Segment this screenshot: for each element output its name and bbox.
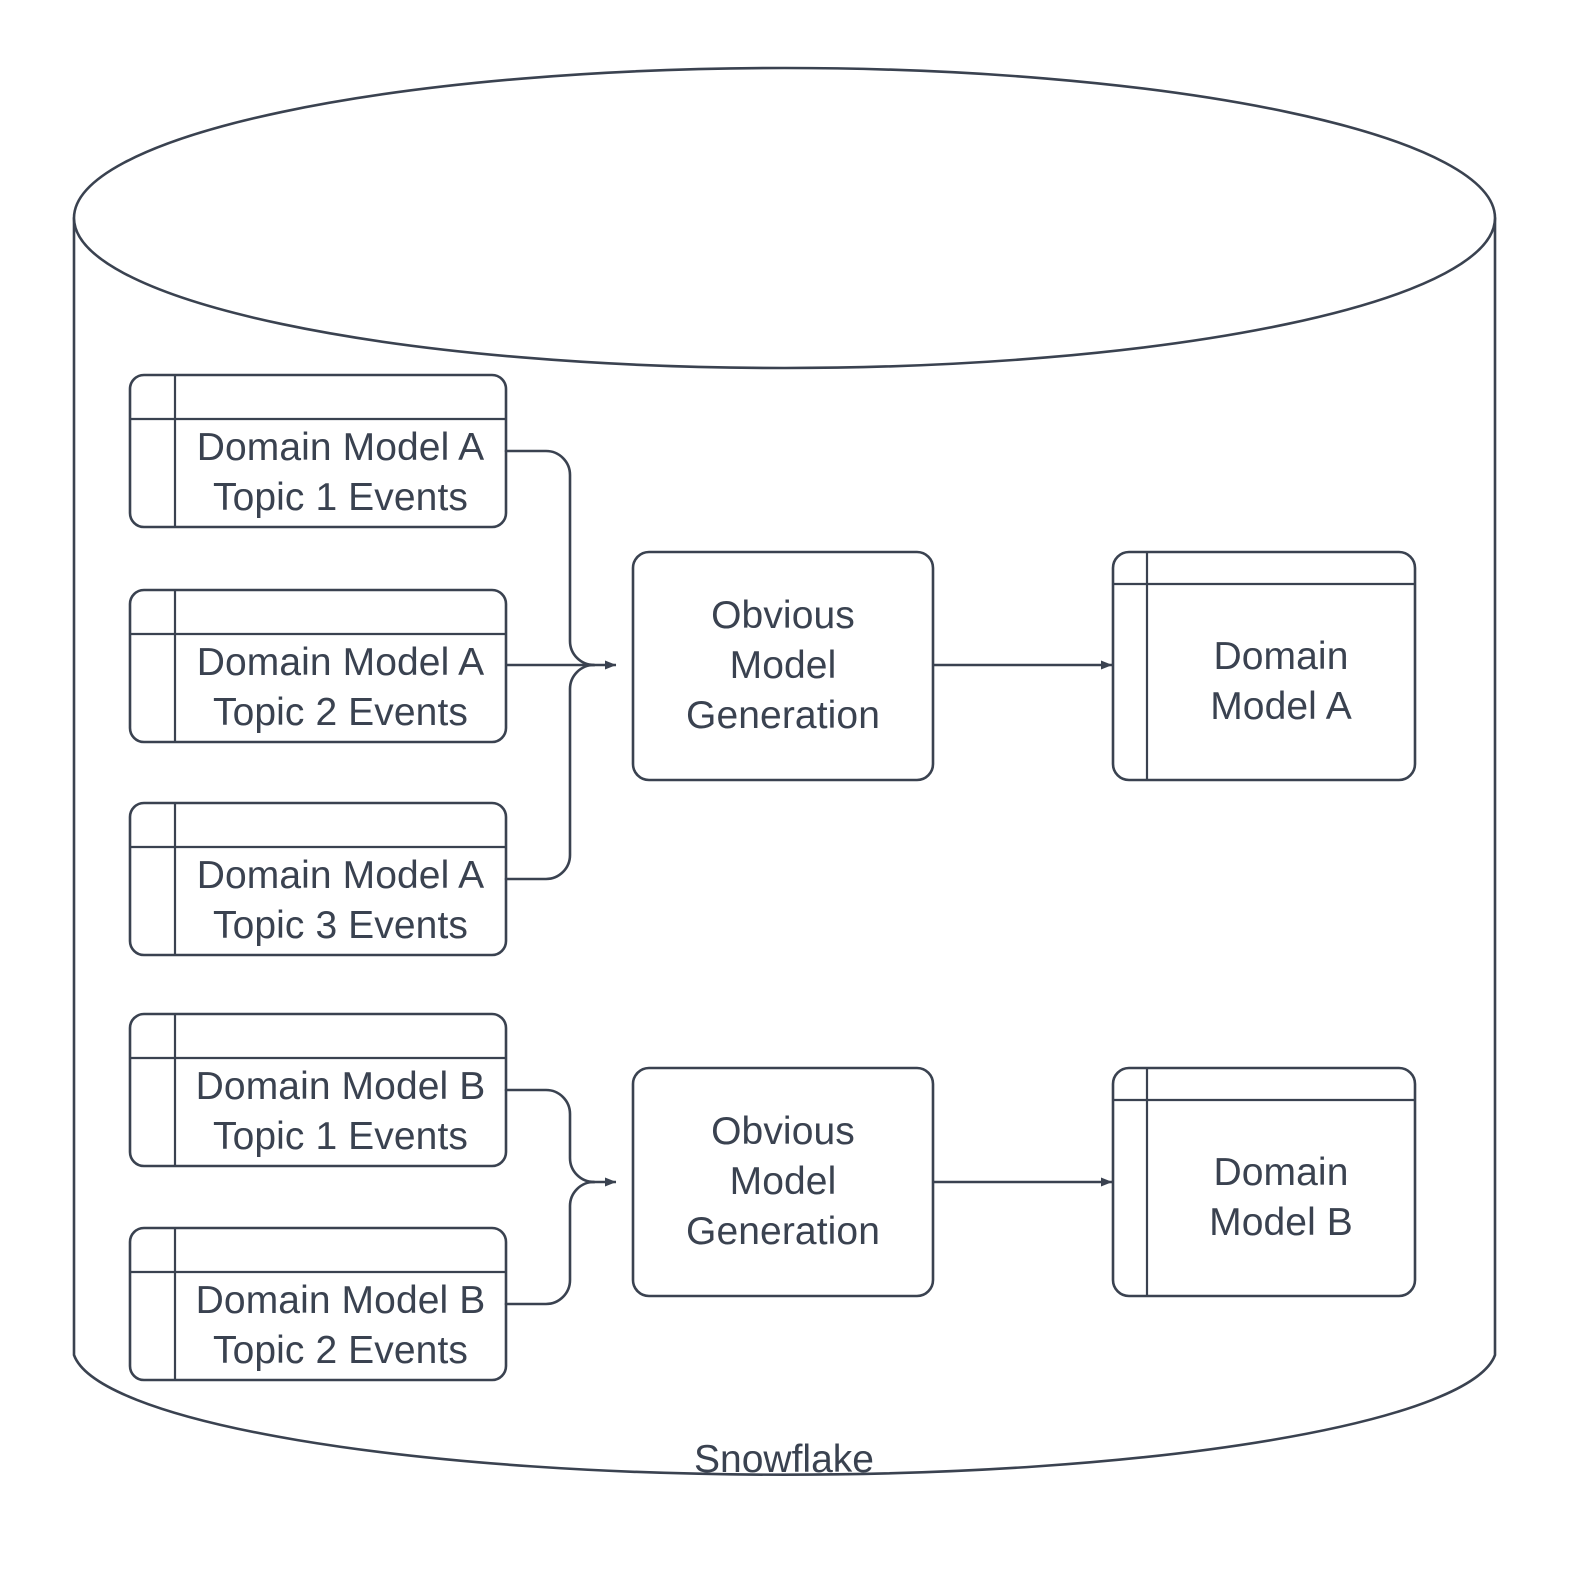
source-box-b1[interactable] xyxy=(128,1012,508,1168)
table-icon-outline xyxy=(128,1226,508,1382)
connector-b1-to-process xyxy=(504,1088,596,1184)
source-box-b2[interactable] xyxy=(128,1226,508,1382)
cylinder-caption-snowflake: Snowflake xyxy=(694,1438,874,1481)
process-box-a[interactable] xyxy=(631,550,935,782)
output-box-b[interactable] xyxy=(1111,1066,1417,1298)
output-box-a[interactable] xyxy=(1111,550,1417,782)
process-box-outline xyxy=(631,550,935,782)
connector-b2-to-process xyxy=(504,1180,596,1306)
table-icon-outline xyxy=(128,588,508,744)
source-box-a2[interactable] xyxy=(128,588,508,744)
table-icon-outline xyxy=(1111,1066,1417,1298)
process-box-outline xyxy=(631,1066,935,1298)
table-icon-outline xyxy=(128,373,508,529)
process-box-b[interactable] xyxy=(631,1066,935,1298)
connector-a1-to-process xyxy=(504,449,596,667)
table-icon-outline xyxy=(128,1012,508,1168)
cylinder-top-ellipse xyxy=(72,66,1497,370)
source-box-a1[interactable] xyxy=(128,373,508,529)
table-icon-outline xyxy=(1111,550,1417,782)
source-box-a3[interactable] xyxy=(128,801,508,957)
connector-a3-to-process xyxy=(504,663,596,881)
table-icon-outline xyxy=(128,801,508,957)
